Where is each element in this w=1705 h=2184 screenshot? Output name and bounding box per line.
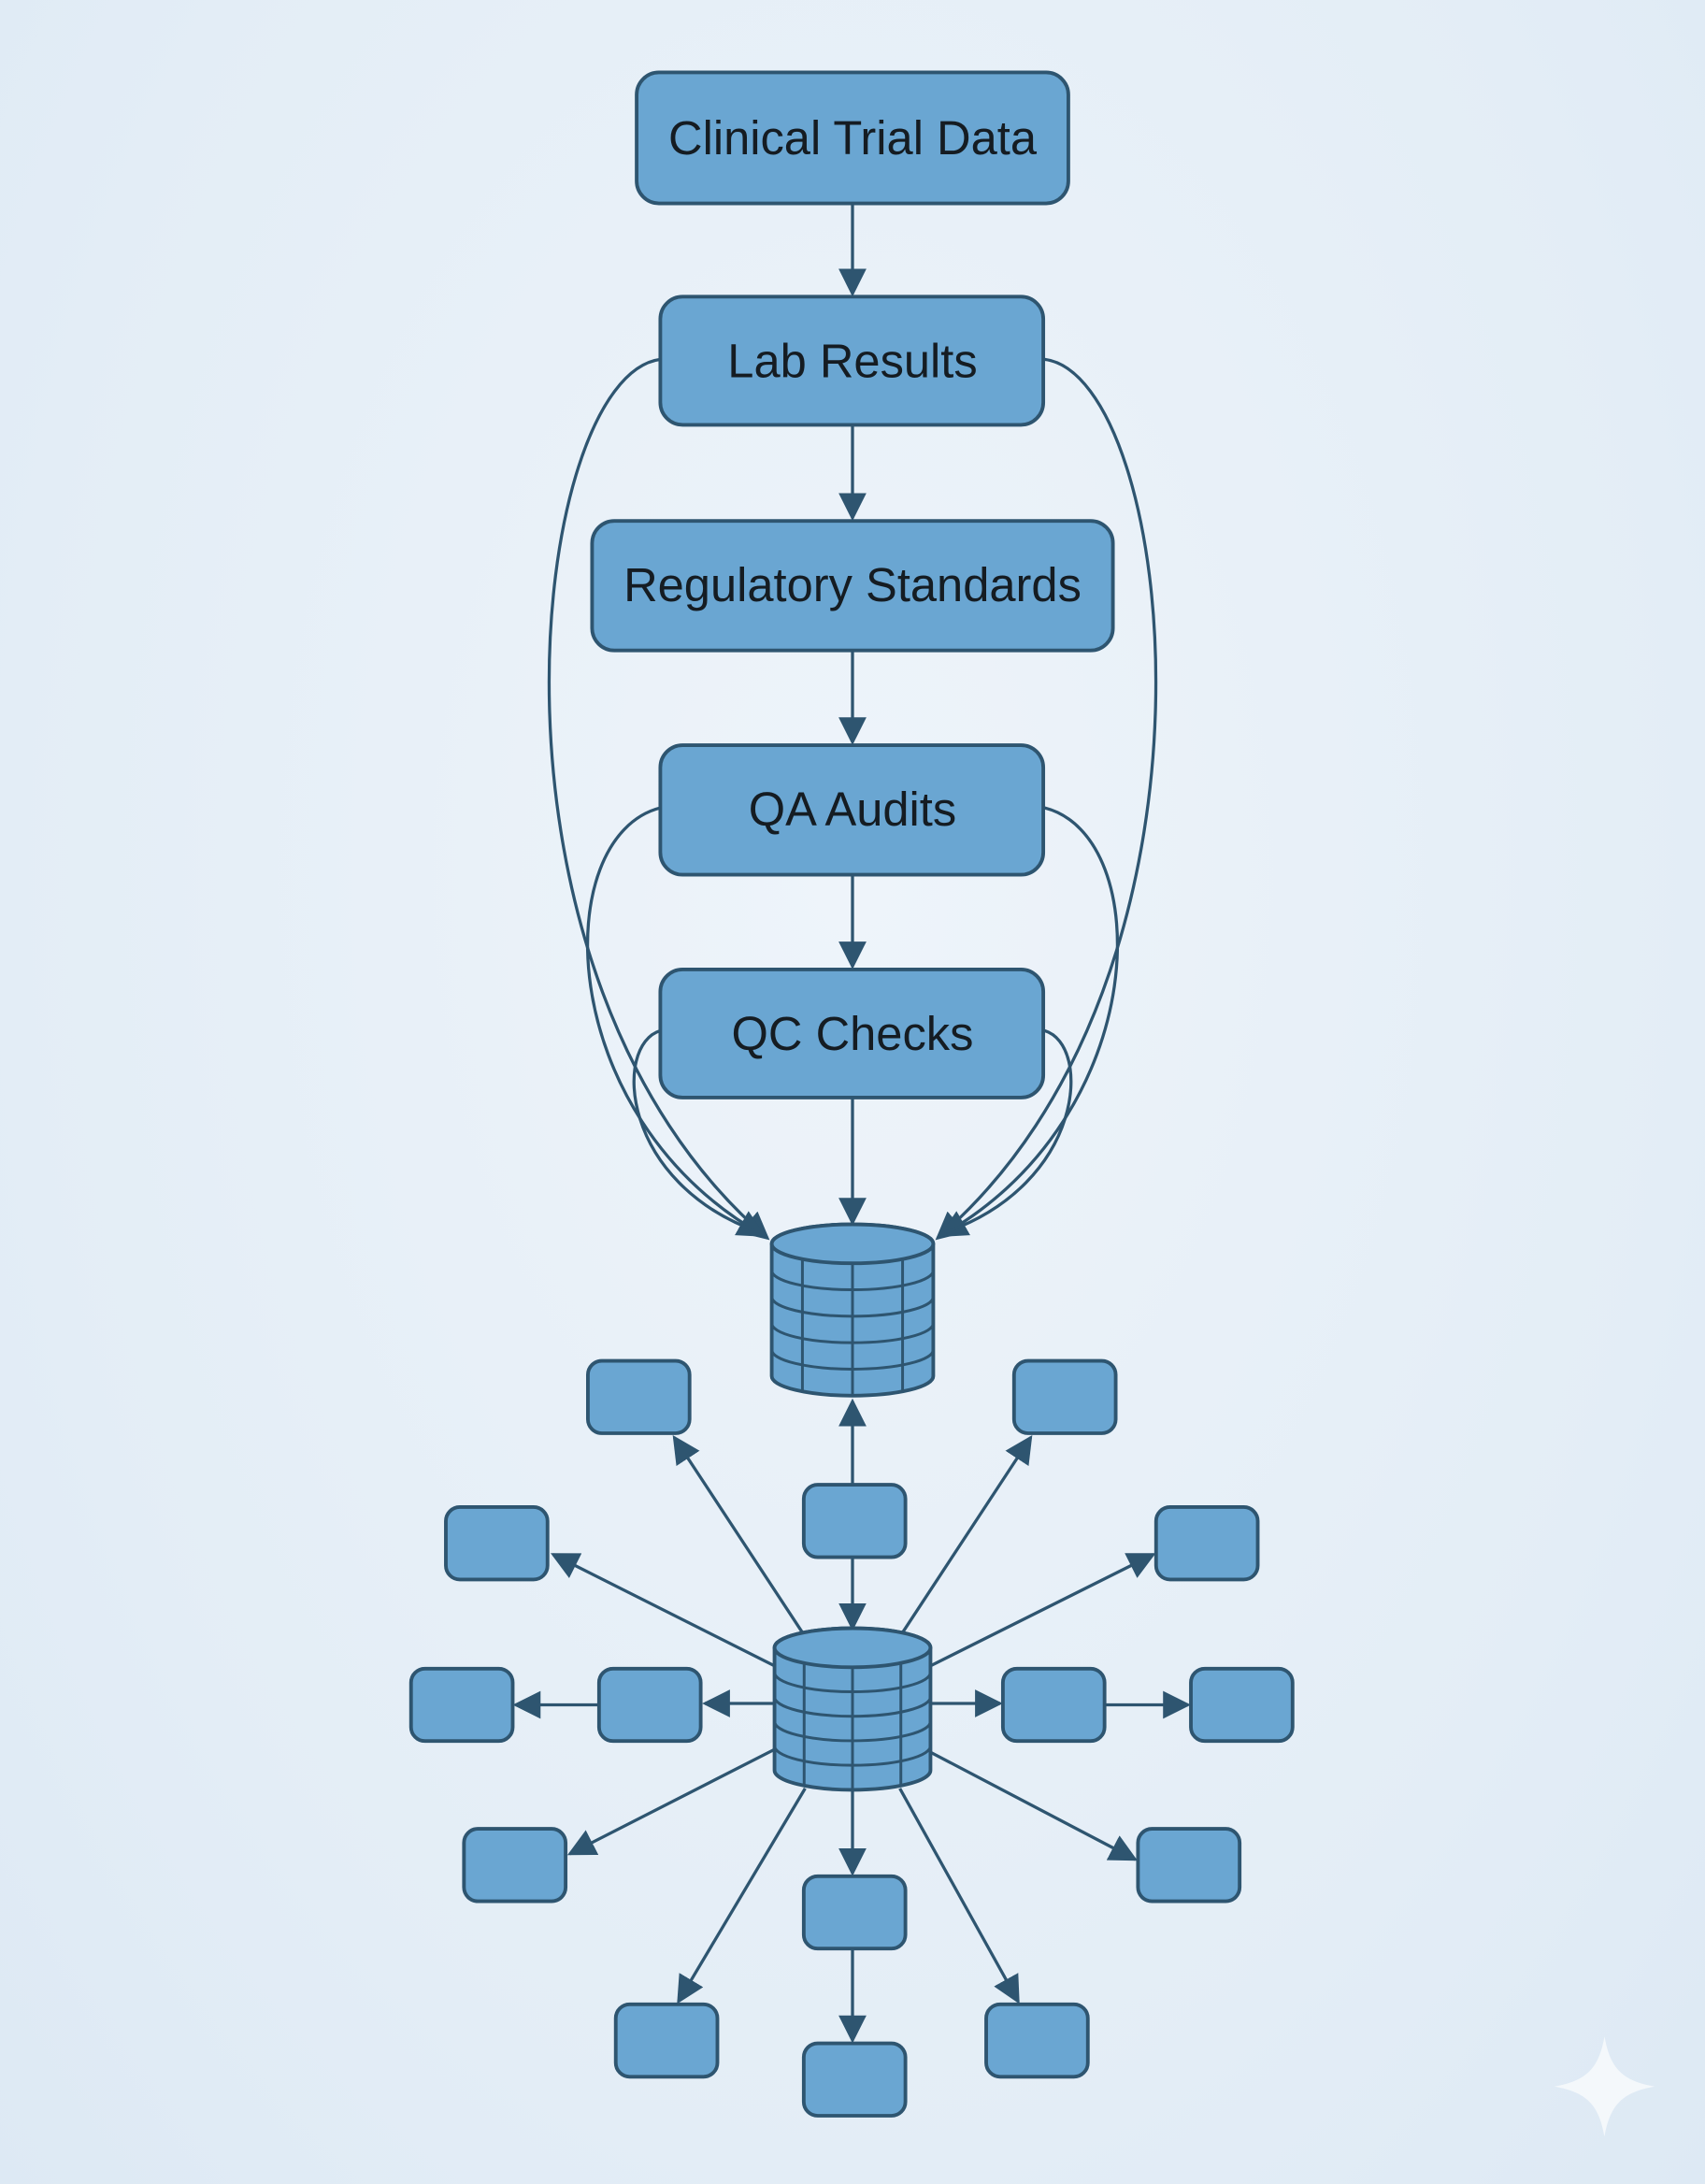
node-lab-results[interactable]: Lab Results: [658, 295, 1046, 427]
edge-qc-database-left: [632, 1028, 762, 1235]
edge-lab-database-left: [547, 357, 770, 1241]
child-box-4[interactable]: [444, 1505, 550, 1582]
edge-qa-database-right: [938, 806, 1120, 1237]
central-database-icon[interactable]: [769, 1222, 936, 1398]
child-box-10[interactable]: [462, 1827, 568, 1904]
child-box-14[interactable]: [984, 2002, 1090, 2079]
node-label: QC Checks: [732, 1007, 974, 1060]
child-box-9[interactable]: [1189, 1666, 1295, 1744]
child-box-12[interactable]: [801, 1874, 908, 1951]
child-box-6[interactable]: [408, 1666, 515, 1744]
chain-edges: [547, 203, 1158, 1241]
hub-edges: [512, 1398, 1192, 2044]
edge-lab-database-right: [935, 357, 1158, 1241]
sparkle-icon: [1554, 2036, 1655, 2137]
child-box-7[interactable]: [596, 1666, 703, 1744]
child-box-3[interactable]: [801, 1483, 908, 1559]
node-clinical-trial-data[interactable]: Clinical Trial Data: [635, 70, 1070, 206]
child-box-15[interactable]: [801, 2041, 908, 2118]
child-box-8[interactable]: [1000, 1666, 1107, 1744]
child-box-2[interactable]: [1011, 1358, 1118, 1435]
node-regulatory-standards[interactable]: Regulatory Standards: [590, 519, 1115, 653]
child-box-1[interactable]: [586, 1358, 692, 1435]
child-box-11[interactable]: [1136, 1827, 1242, 1904]
edge-qc-database-right: [943, 1028, 1073, 1235]
node-qa-audits[interactable]: QA Audits: [658, 743, 1046, 877]
node-label: QA Audits: [749, 783, 956, 836]
child-box-13[interactable]: [613, 2002, 720, 2079]
child-box-5[interactable]: [1153, 1505, 1260, 1582]
node-label: Regulatory Standards: [623, 558, 1082, 611]
node-qc-checks[interactable]: QC Checks: [658, 967, 1046, 1099]
edge-qa-database-left: [585, 806, 767, 1237]
child-boxes: [408, 1358, 1295, 2118]
node-label: Clinical Trial Data: [668, 111, 1038, 165]
hub-database-icon[interactable]: [772, 1626, 933, 1792]
node-label: Lab Results: [727, 334, 977, 387]
